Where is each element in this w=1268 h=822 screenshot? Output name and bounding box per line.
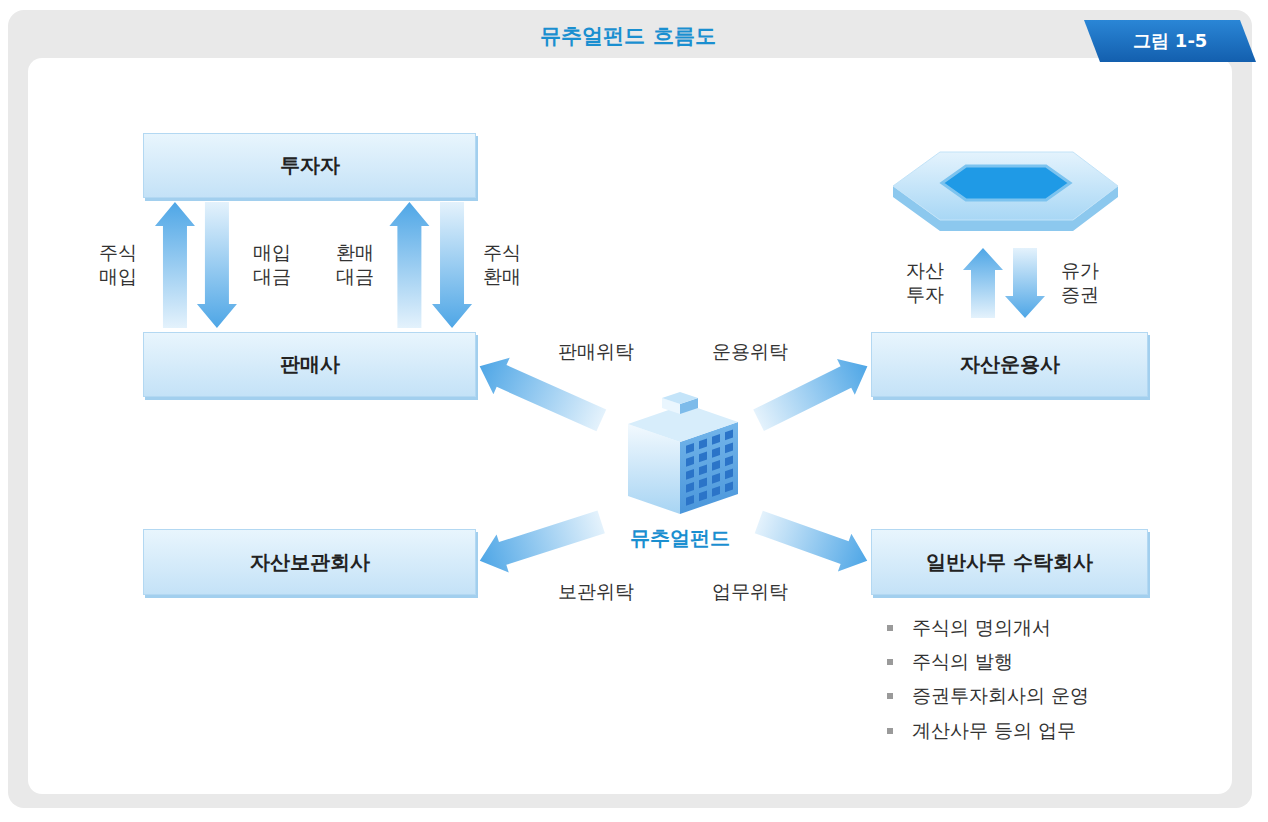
flow-arrow bbox=[480, 358, 607, 432]
securities-arrow bbox=[1005, 248, 1045, 318]
investment-arrow bbox=[963, 248, 1003, 318]
flow-arrow bbox=[755, 511, 867, 572]
flow-label: 유가 증권 bbox=[1055, 259, 1104, 307]
duty-item: 증권투자회사의 운영 bbox=[912, 684, 1089, 708]
figure-tab bbox=[1084, 20, 1256, 62]
flow-label: 자산 투자 bbox=[900, 259, 949, 307]
bullet-marks bbox=[887, 625, 893, 734]
entity-box: 투자자 bbox=[143, 133, 476, 198]
figure-number: 그림 1-5 bbox=[1133, 30, 1208, 53]
flow-arrow bbox=[432, 202, 472, 328]
duty-item: 계산사무 등의 업무 bbox=[912, 719, 1076, 743]
flow-arrow bbox=[753, 359, 867, 431]
duty-item: 주식의 명의개서 bbox=[912, 616, 1051, 640]
edge-label: 매입 대금 bbox=[247, 241, 296, 289]
entity-box: 판매사 bbox=[143, 332, 476, 397]
node-label: 판매사 bbox=[280, 351, 340, 378]
hexagon-inner bbox=[942, 166, 1070, 200]
node-label: 투자자 bbox=[280, 152, 340, 179]
node-label: 일반사무 수탁회사 bbox=[926, 549, 1093, 576]
edge-label: 주식 환매 bbox=[477, 241, 526, 289]
edge-label: 업무위탁 bbox=[712, 580, 788, 604]
diagram-title: 뮤추얼펀드 흐름도 bbox=[0, 22, 1256, 50]
entity-box: 자산보관회사 bbox=[143, 529, 476, 595]
fund-node: 뮤추얼펀드 bbox=[605, 388, 755, 558]
building-roof bbox=[662, 392, 698, 404]
flow-arrow bbox=[155, 202, 195, 328]
node-label: 자산보관회사 bbox=[250, 549, 370, 576]
building-windows bbox=[686, 430, 733, 506]
entity-box: 일반사무 수탁회사 bbox=[871, 529, 1148, 595]
node-label: 자산운용사 bbox=[960, 351, 1060, 378]
duty-item: 주식의 발행 bbox=[912, 650, 1013, 674]
flow-arrow bbox=[197, 202, 237, 328]
building-icon bbox=[628, 392, 738, 514]
entity-box: 자산운용사 bbox=[871, 332, 1148, 397]
flow-arrow bbox=[389, 202, 429, 328]
outer-frame bbox=[8, 10, 1252, 808]
market-hexagon bbox=[893, 152, 1118, 231]
edge-label: 환매 대금 bbox=[330, 241, 379, 289]
node-label: 뮤추얼펀드 bbox=[630, 525, 730, 552]
edge-label: 주식 매입 bbox=[93, 241, 142, 289]
edge-label: 보관위탁 bbox=[558, 580, 634, 604]
edge-label: 판매위탁 bbox=[558, 340, 634, 364]
edge-label: 운용위탁 bbox=[712, 340, 788, 364]
flow-arrow bbox=[480, 510, 605, 572]
inner-panel bbox=[28, 58, 1232, 794]
hexagon-top bbox=[893, 152, 1118, 220]
